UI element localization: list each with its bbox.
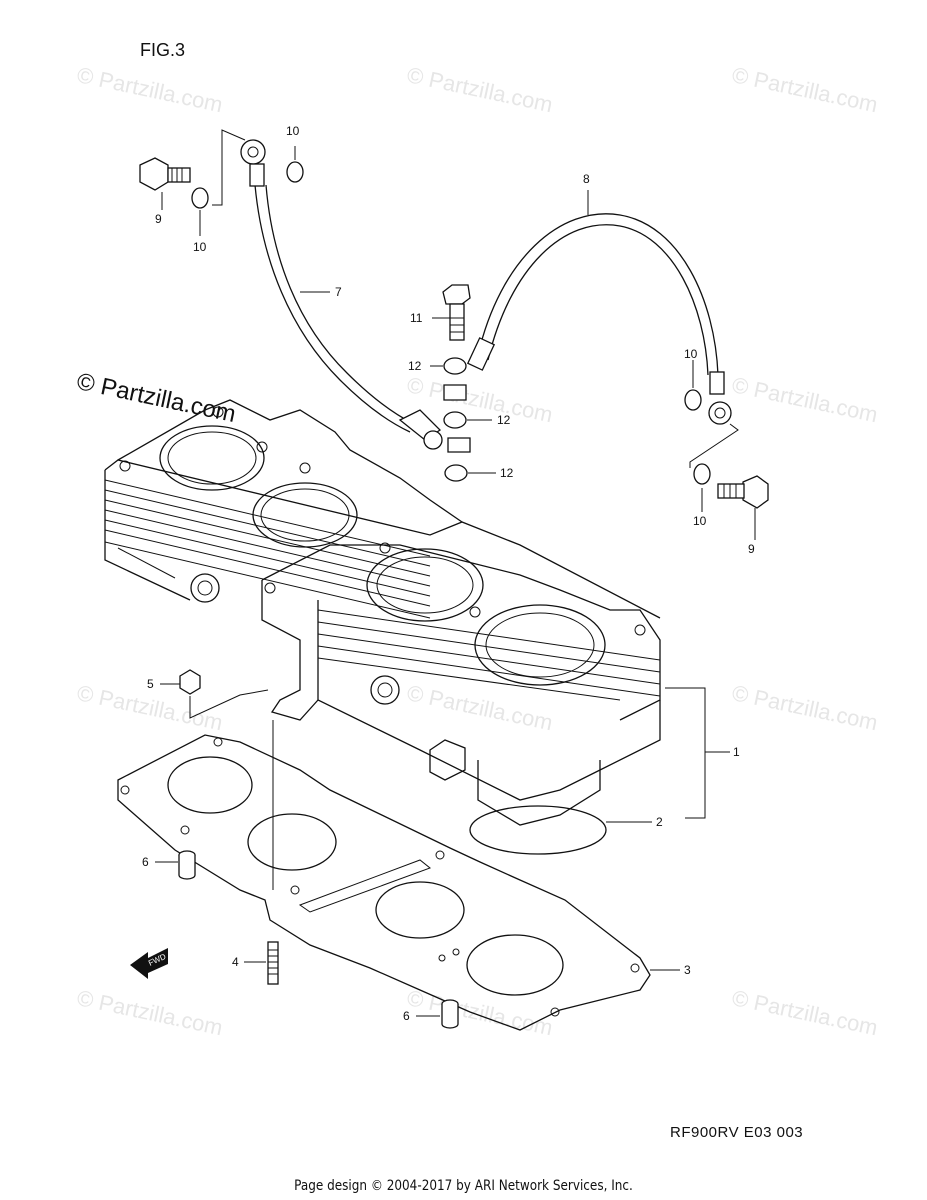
callout-10: 10 <box>193 240 207 254</box>
callout-7: 7 <box>335 285 342 299</box>
cylinder-block[interactable] <box>104 399 661 826</box>
gasket-washer[interactable] <box>191 187 209 209</box>
callout-12: 12 <box>500 466 514 480</box>
washer-12[interactable] <box>443 357 467 375</box>
gasket-washer[interactable] <box>693 463 711 485</box>
oil-hose-7[interactable] <box>240 139 443 450</box>
callout-6: 6 <box>403 1009 410 1023</box>
spacer[interactable] <box>443 384 467 401</box>
callout-9: 9 <box>155 212 162 226</box>
gasket-washer[interactable] <box>286 161 304 183</box>
oil-bolt-11[interactable] <box>442 284 471 341</box>
callout-6: 6 <box>142 855 149 869</box>
dowel-pin[interactable] <box>178 850 196 880</box>
diagram-code: RF900RV E03 003 <box>670 1124 804 1141</box>
callout-10: 10 <box>693 514 707 528</box>
o-ring[interactable] <box>469 805 607 855</box>
spacer[interactable] <box>447 437 471 453</box>
page-footer: Page design © 2004-2017 by ARI Network S… <box>294 1178 633 1194</box>
callout-10: 10 <box>286 124 300 138</box>
union-bolt-right[interactable] <box>717 475 769 509</box>
callout-4: 4 <box>232 955 239 969</box>
callout-9: 9 <box>748 542 755 556</box>
nut[interactable] <box>179 669 201 695</box>
callout-11: 11 <box>410 311 423 325</box>
washer-12[interactable] <box>443 411 467 429</box>
cylinder-gasket[interactable] <box>117 734 651 1031</box>
figure-title: FIG.3 <box>140 40 186 60</box>
callout-10: 10 <box>684 347 698 361</box>
callout-3: 3 <box>684 963 691 977</box>
gasket-washer[interactable] <box>684 389 702 411</box>
callout-12: 12 <box>497 413 511 427</box>
callout-2: 2 <box>656 815 663 829</box>
dowel-pin[interactable] <box>441 999 459 1029</box>
callout-8: 8 <box>583 172 590 186</box>
stud-bolt[interactable] <box>267 941 279 985</box>
fwd-arrow-icon: FWD <box>130 948 168 979</box>
callout-12: 12 <box>408 359 422 373</box>
washer-12[interactable] <box>444 464 468 482</box>
leader-lines <box>155 129 756 1017</box>
union-bolt-left[interactable] <box>139 157 191 191</box>
oil-hose-8[interactable] <box>466 213 732 425</box>
callout-1: 1 <box>733 745 740 759</box>
callout-5: 5 <box>147 677 154 691</box>
